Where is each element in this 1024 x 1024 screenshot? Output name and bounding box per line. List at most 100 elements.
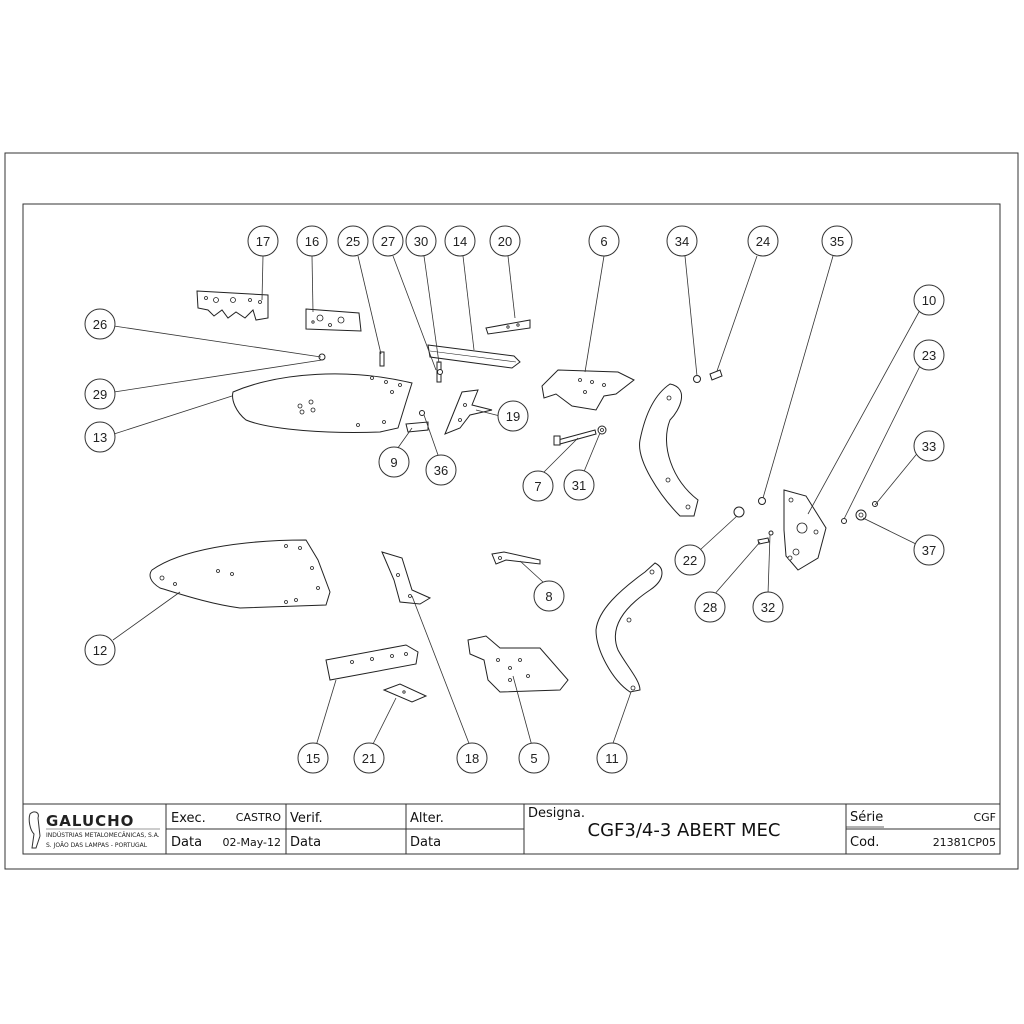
svg-text:28: 28	[703, 600, 717, 615]
part-10-arm	[639, 383, 699, 517]
svg-text:14: 14	[453, 234, 467, 249]
inner-border	[22, 203, 1001, 855]
callout-29: 29	[84, 378, 116, 410]
callout-19: 19	[497, 400, 529, 432]
svg-text:21381CP05: 21381CP05	[933, 836, 996, 849]
part-18	[381, 551, 432, 605]
svg-text:Cod.: Cod.	[850, 835, 879, 850]
svg-text:36: 36	[434, 463, 448, 478]
part-12-moldboard-lower	[149, 539, 331, 609]
svg-text:8: 8	[545, 589, 552, 604]
part-11-arm	[595, 562, 663, 693]
svg-text:32: 32	[761, 600, 775, 615]
svg-text:CASTRO: CASTRO	[236, 811, 282, 824]
svg-text:11: 11	[605, 751, 619, 766]
part-28-pin	[757, 537, 770, 545]
svg-text:23: 23	[922, 348, 936, 363]
part-36	[419, 410, 425, 416]
svg-text:13: 13	[93, 430, 107, 445]
callout-6: 6	[588, 225, 620, 257]
part-13-moldboard-upper	[232, 373, 413, 433]
svg-text:33: 33	[922, 439, 936, 454]
svg-text:24: 24	[756, 234, 770, 249]
part-19	[444, 389, 493, 435]
callout-bubbles: 17 16 25 27 30 14 20 6 34 24 35 10 23 26…	[84, 225, 945, 774]
part-5	[467, 635, 569, 693]
callout-35: 35	[821, 225, 853, 257]
callout-30: 30	[405, 225, 437, 257]
callout-24: 24	[747, 225, 779, 257]
part-15	[325, 644, 419, 681]
callout-20: 20	[489, 225, 521, 257]
part-34-nut	[693, 375, 701, 383]
svg-text:37: 37	[922, 543, 936, 558]
title-block: GALUCHO INDÚSTRIAS METALOMECÂNICAS, S.A.…	[22, 803, 1001, 855]
svg-text:Data: Data	[290, 835, 321, 850]
galucho-logo: GALUCHO INDÚSTRIAS METALOMECÂNICAS, S.A.…	[28, 811, 160, 849]
callout-16: 16	[296, 225, 328, 257]
callout-9: 9	[378, 446, 410, 478]
svg-text:19: 19	[506, 409, 520, 424]
svg-text:CGF3/4-3 ABERT MEC: CGF3/4-3 ABERT MEC	[588, 820, 781, 841]
callout-23: 23	[913, 339, 945, 371]
callout-22: 22	[674, 544, 706, 576]
svg-text:CGF: CGF	[973, 811, 996, 824]
svg-text:27: 27	[381, 234, 395, 249]
svg-text:25: 25	[346, 234, 360, 249]
callout-33: 33	[913, 430, 945, 462]
svg-text:31: 31	[572, 478, 586, 493]
svg-text:30: 30	[414, 234, 428, 249]
svg-text:29: 29	[93, 387, 107, 402]
svg-text:20: 20	[498, 234, 512, 249]
part-8	[491, 551, 541, 565]
callout-7: 7	[522, 470, 554, 502]
svg-text:02-May-12: 02-May-12	[223, 836, 281, 849]
callout-18: 18	[456, 742, 488, 774]
callout-21: 21	[353, 742, 385, 774]
svg-text:INDÚSTRIAS METALOMECÂNICAS, S.: INDÚSTRIAS METALOMECÂNICAS, S.A.	[46, 832, 160, 839]
svg-text:26: 26	[93, 317, 107, 332]
callout-5: 5	[518, 742, 550, 774]
svg-text:Série: Série	[850, 810, 883, 825]
svg-text:6: 6	[600, 234, 607, 249]
svg-text:GALUCHO: GALUCHO	[46, 812, 134, 830]
svg-text:16: 16	[305, 234, 319, 249]
part-23-washer	[841, 518, 847, 524]
callout-13: 13	[84, 421, 116, 453]
svg-text:Exec.: Exec.	[171, 811, 206, 826]
part-6	[541, 369, 635, 411]
callout-12: 12	[84, 634, 116, 666]
part-24-bolt	[709, 369, 723, 381]
svg-text:5: 5	[530, 751, 537, 766]
svg-text:9: 9	[390, 455, 397, 470]
part-35-nut	[758, 497, 766, 505]
part-10-plate	[783, 489, 827, 571]
part-32-pin	[768, 530, 774, 536]
part-16	[305, 308, 362, 332]
svg-text:18: 18	[465, 751, 479, 766]
callout-11: 11	[596, 742, 628, 774]
part-27-30-bolts	[436, 361, 443, 383]
svg-text:34: 34	[675, 234, 689, 249]
callout-10: 10	[913, 284, 945, 316]
callout-36: 36	[425, 454, 457, 486]
svg-text:Verif.: Verif.	[290, 811, 323, 826]
leader-lines	[112, 255, 921, 747]
svg-text:35: 35	[830, 234, 844, 249]
part-31-nut	[597, 425, 607, 435]
outer-border	[4, 152, 1019, 870]
svg-text:22: 22	[683, 553, 697, 568]
svg-text:7: 7	[534, 479, 541, 494]
part-22-bolt	[733, 506, 745, 518]
part-17	[196, 290, 269, 321]
svg-text:17: 17	[256, 234, 270, 249]
part-7-bolt	[553, 429, 597, 446]
callout-17: 17	[247, 225, 279, 257]
part-14	[427, 344, 521, 369]
part-33-37-nut	[855, 501, 878, 521]
callout-15: 15	[297, 742, 329, 774]
svg-text:21: 21	[362, 751, 376, 766]
svg-text:Data: Data	[171, 835, 202, 850]
callout-8: 8	[533, 580, 565, 612]
